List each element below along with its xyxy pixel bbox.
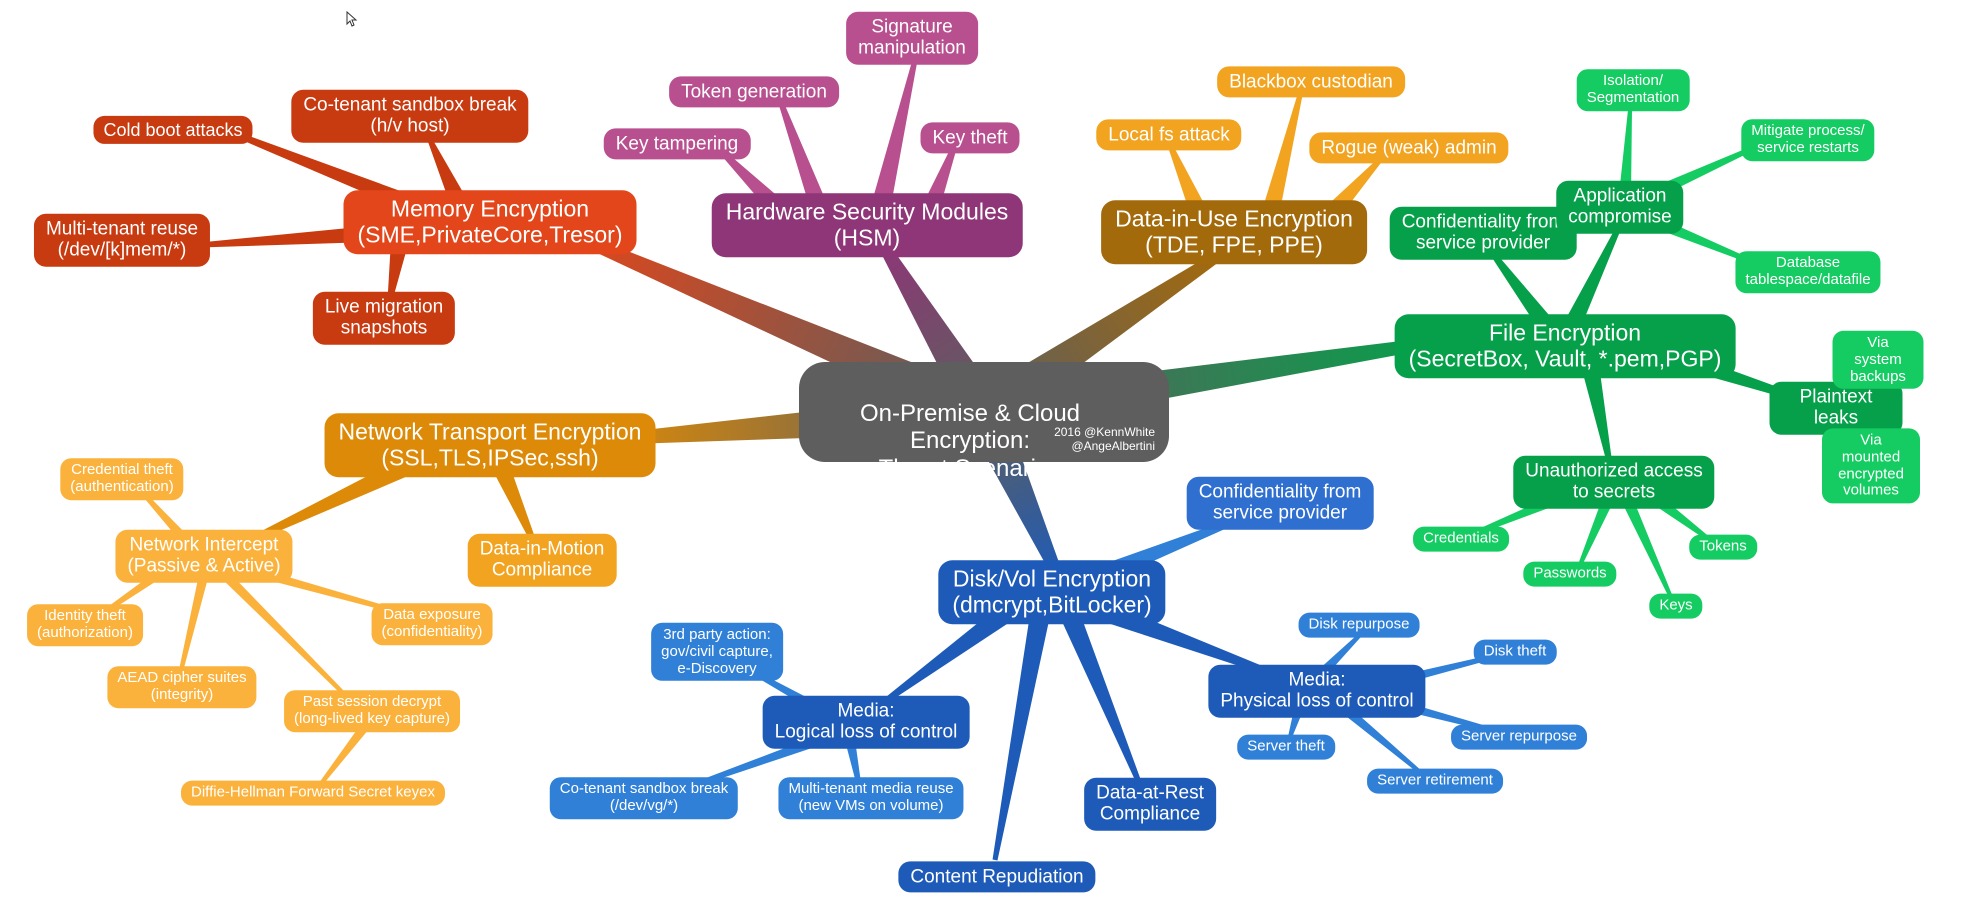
branch-dh (318, 716, 374, 787)
node-key-theft[interactable]: Key theft (920, 122, 1020, 154)
node-credentials[interactable]: Credentials (1413, 526, 1509, 552)
node-dar-compliance[interactable]: Data-at-Rest Compliance (1084, 777, 1216, 831)
node-server-repurpose[interactable]: Server repurpose (1451, 724, 1587, 750)
node-tokens[interactable]: Tokens (1689, 534, 1757, 560)
branch-aead (178, 568, 210, 676)
branch-isolation (1619, 109, 1632, 196)
node-diffie-hellman[interactable]: Diffie-Hellman Forward Secret keyex (181, 780, 445, 806)
node-conf-sp-file[interactable]: Confidentiality from service provider (1389, 206, 1577, 260)
center-node[interactable]: On-Premise & Cloud Encryption: Threat Sc… (799, 362, 1169, 509)
node-signature[interactable]: Signature manipulation (846, 11, 978, 65)
node-dim-compliance[interactable]: Data-in-Motion Compliance (467, 533, 617, 587)
node-blackbox[interactable]: Blackbox custodian (1217, 66, 1405, 98)
node-multitenant-reuse[interactable]: Multi-tenant reuse (/dev/[k]mem/*) (33, 213, 211, 267)
node-cold-boot[interactable]: Cold boot attacks (93, 115, 253, 145)
node-content-repudiation[interactable]: Content Repudiation (898, 861, 1096, 893)
node-memory-encryption[interactable]: Memory Encryption (SME,PrivateCore,Treso… (343, 190, 637, 254)
branch-live-migration (387, 238, 409, 301)
node-disk-encryption[interactable]: Disk/Vol Encryption (dmcrypt,BitLocker) (938, 560, 1166, 624)
node-media-logical[interactable]: Media: Logical loss of control (762, 695, 970, 749)
node-disk-theft[interactable]: Disk theft (1473, 639, 1557, 665)
center-title: On-Premise & Cloud Encryption: Threat Sc… (859, 399, 1081, 510)
node-key-tampering[interactable]: Key tampering (603, 128, 751, 160)
node-server-retirement[interactable]: Server retirement (1367, 768, 1503, 794)
node-passwords[interactable]: Passwords (1523, 561, 1617, 587)
node-third-party[interactable]: 3rd party action: gov/civil capture, e-D… (651, 622, 783, 682)
node-media-physical[interactable]: Media: Physical loss of control (1208, 664, 1426, 718)
node-multitenant-media[interactable]: Multi-tenant media reuse (new VMs on vol… (778, 777, 964, 819)
branch-unauth (1581, 363, 1613, 466)
branch-local-fs (1167, 144, 1209, 219)
branch-server-retirement (1336, 701, 1422, 774)
node-cotenant-vg[interactable]: Co-tenant sandbox break (/dev/vg/*) (549, 777, 739, 819)
node-cotenant-hv[interactable]: Co-tenant sandbox break (h/v host) (291, 89, 529, 143)
branch-passwords (1578, 492, 1616, 566)
branch-app-compromise (1561, 223, 1623, 334)
node-via-backups[interactable]: Via system backups (1832, 330, 1924, 390)
branch-media-logical (878, 601, 1016, 708)
node-network-intercept[interactable]: Network Intercept (Passive & Active) (115, 529, 293, 583)
node-data-in-use[interactable]: Data-in-Use Encryption (TDE, FPE, PPE) (1101, 200, 1367, 264)
branch-dar-compliance (1060, 611, 1143, 786)
node-past-session[interactable]: Past session decrypt (long-lived key cap… (284, 690, 460, 732)
branch-dim-compliance (491, 461, 538, 547)
node-file-encryption[interactable]: File Encryption (SecretBox, Vault, *.pem… (1394, 314, 1736, 378)
node-isolation[interactable]: Isolation/ Segmentation (1576, 69, 1690, 111)
branch-conf-sp-file (1488, 248, 1558, 336)
node-plaintext-leaks[interactable]: Plaintext leaks (1769, 381, 1903, 435)
credit-text: 2016 @KennWhite @AngeAlbertini (1054, 425, 1155, 454)
branch-keys (1619, 492, 1672, 596)
cursor-icon (346, 10, 358, 27)
node-mitigate[interactable]: Mitigate process/ service restarts (1741, 119, 1875, 161)
branch-past-session (216, 566, 352, 702)
node-data-exposure[interactable]: Data exposure (confidentiality) (371, 603, 493, 645)
node-live-migration[interactable]: Live migration snapshots (312, 291, 456, 345)
node-conf-sp-disk[interactable]: Confidentiality from service provider (1186, 476, 1374, 530)
node-network-transport[interactable]: Network Transport Encryption (SSL,TLS,IP… (324, 413, 656, 477)
node-identity-theft[interactable]: Identity theft (authorization) (27, 604, 143, 646)
node-database[interactable]: Database tablespace/datafile (1735, 251, 1881, 293)
node-aead[interactable]: AEAD cipher suites (integrity) (107, 666, 257, 708)
branch-blackbox (1261, 94, 1303, 218)
node-app-compromise[interactable]: Application compromise (1556, 180, 1684, 234)
node-via-mounted[interactable]: Via mounted encrypted volumes (1822, 428, 1920, 504)
branch-signature (870, 59, 918, 213)
node-disk-repurpose[interactable]: Disk repurpose (1298, 612, 1420, 638)
node-keys[interactable]: Keys (1649, 593, 1703, 619)
node-credential-theft[interactable]: Credential theft (authentication) (60, 458, 184, 500)
node-rogue-admin[interactable]: Rogue (weak) admin (1309, 132, 1509, 164)
branch-token-gen (777, 99, 829, 214)
node-server-theft[interactable]: Server theft (1237, 734, 1335, 760)
node-local-fs[interactable]: Local fs attack (1096, 119, 1242, 151)
node-token-generation[interactable]: Token generation (669, 76, 839, 108)
branch-content-repudiation (992, 613, 1050, 861)
node-hsm[interactable]: Hardware Security Modules (HSM) (711, 193, 1023, 257)
node-unauthorized-access[interactable]: Unauthorized access to secrets (1513, 455, 1715, 509)
